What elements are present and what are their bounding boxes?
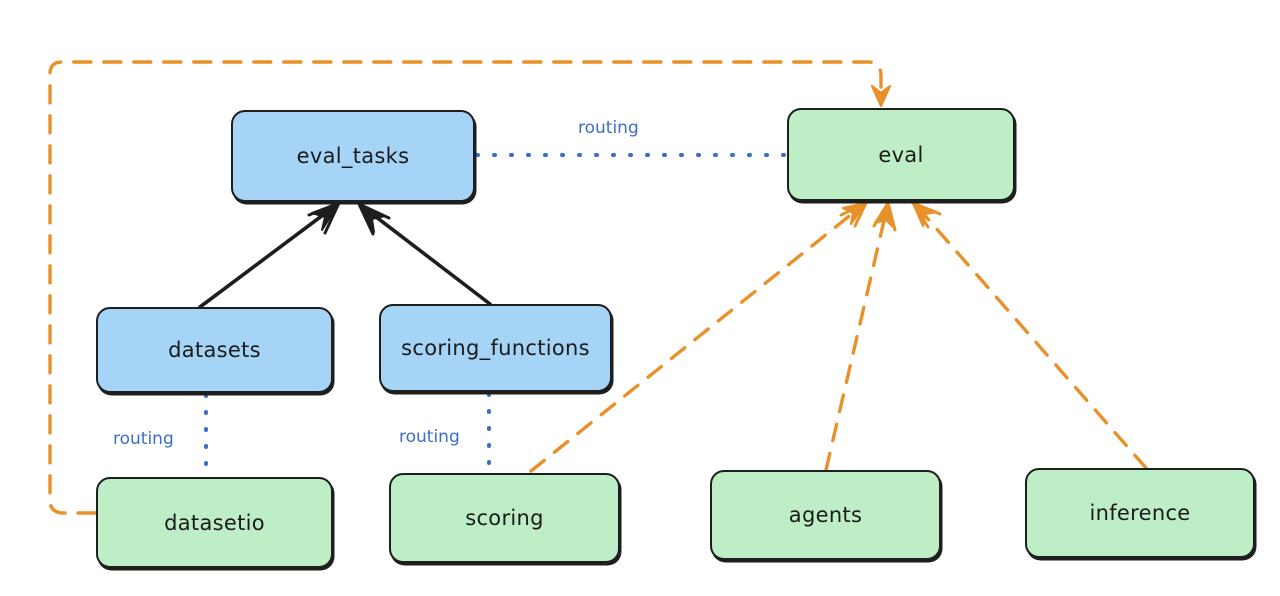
edge-datasets-to-eval_tasks [198,201,341,309]
node-eval_tasks[interactable]: eval_tasks [231,110,475,202]
node-label: datasets [168,338,261,362]
node-scoring[interactable]: scoring [389,473,620,563]
edge-label-routing-scoring_functions-scoring: routing [399,427,460,447]
node-agents[interactable]: agents [710,470,941,560]
edge-scoring-to-eval [529,201,868,473]
node-label: eval [878,142,924,167]
node-label: scoring [465,506,544,530]
edge-scoring_functions-to-eval_tasks [357,202,492,306]
node-inference[interactable]: inference [1025,468,1255,558]
node-scoring_functions[interactable]: scoring_functions [379,304,612,392]
edge-label-routing-eval_tasks-eval: routing [578,118,639,138]
edge-inference-to-eval [911,201,1148,470]
node-eval[interactable]: eval [787,108,1015,201]
edge-datasetio-to-eval [48,60,892,515]
edge-agents-to-eval [824,201,897,472]
node-label: scoring_functions [401,336,590,360]
node-label: inference [1089,501,1191,525]
node-label: datasetio [164,510,265,535]
node-label: eval_tasks [296,144,410,168]
edge-label-routing-datasets-datasetio: routing [113,429,174,449]
node-label: agents [788,503,863,527]
node-datasets[interactable]: datasets [96,307,333,393]
node-datasetio[interactable]: datasetio [96,477,333,568]
